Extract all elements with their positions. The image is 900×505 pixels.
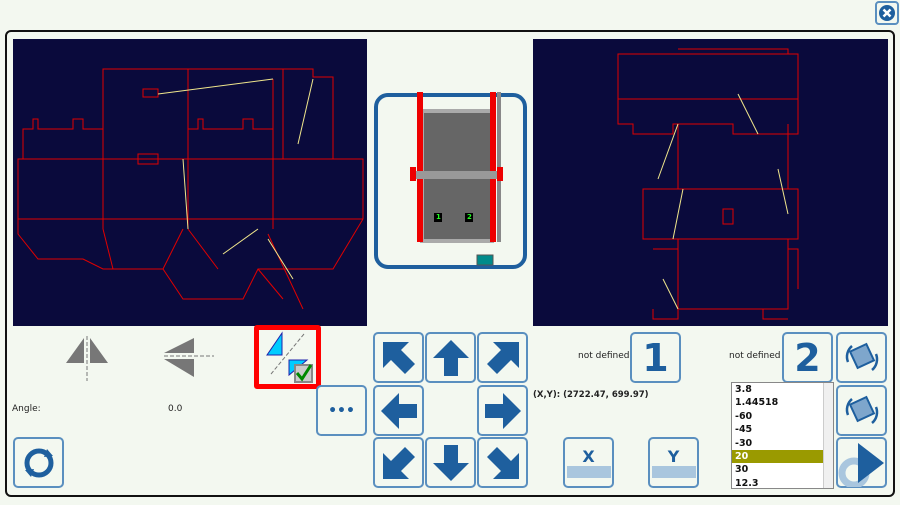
y-label: Y: [667, 447, 680, 466]
marker-1: 1: [436, 213, 441, 221]
play-icon: [838, 442, 884, 487]
preview-canvas-left[interactable]: [13, 39, 367, 326]
refresh-button[interactable]: [13, 437, 64, 488]
mirror-vertical-button[interactable]: [62, 333, 112, 381]
scrollbar[interactable]: [823, 383, 833, 488]
more-label: •••: [328, 402, 355, 419]
list-item[interactable]: -30: [735, 437, 753, 449]
machine-overview[interactable]: 1 2: [374, 92, 527, 269]
arrow-up-icon: [432, 339, 469, 376]
mirror-horizontal-icon: [164, 338, 214, 377]
move-up-right-button[interactable]: [477, 332, 528, 383]
ruler-icon: [566, 466, 611, 478]
list-item[interactable]: 12.3: [735, 477, 759, 489]
point1-label: 1: [642, 335, 669, 380]
arrow-right-icon: [484, 392, 521, 429]
point1-button[interactable]: 1: [630, 332, 681, 383]
x-label: X: [582, 447, 595, 466]
arrow-up-left-icon: [382, 341, 415, 374]
y-axis-button[interactable]: Y: [648, 437, 699, 488]
point2-button[interactable]: 2: [782, 332, 833, 383]
close-button[interactable]: [875, 1, 899, 25]
arrow-down-icon: [432, 444, 469, 481]
dieline-drawing-left: [17, 68, 364, 310]
move-up-button[interactable]: [425, 332, 476, 383]
move-down-button[interactable]: [425, 437, 476, 488]
rotate-cw-icon: [845, 395, 878, 424]
mirror-diagonal-button[interactable]: [254, 325, 321, 389]
list-item-selected[interactable]: 20: [732, 449, 824, 464]
marker-2: 2: [467, 213, 472, 221]
mirror-diagonal-icon: [266, 331, 313, 383]
start-button[interactable]: [836, 437, 887, 488]
cutting-table-icon: [410, 92, 503, 266]
list-item[interactable]: -45: [735, 424, 753, 436]
coordinates-readout: (X,Y): (2722.47, 699.97): [533, 390, 649, 400]
values-list[interactable]: 3.8 1.44518 -60 -45 -30 20 30 12.3: [731, 382, 834, 489]
list-item[interactable]: 1.44518: [735, 397, 779, 409]
list-item[interactable]: 30: [735, 464, 749, 476]
preview-canvas-right[interactable]: [533, 39, 888, 326]
point1-status: not defined: [578, 351, 630, 361]
angle-value: 0.0: [168, 404, 183, 414]
arrow-down-right-icon: [486, 446, 519, 479]
more-button[interactable]: •••: [316, 385, 367, 436]
rotate-ccw-icon: [845, 342, 878, 371]
arrow-down-left-icon: [382, 446, 415, 479]
close-icon: [879, 5, 895, 21]
point2-status: not defined: [729, 351, 781, 361]
list-item[interactable]: -60: [735, 410, 753, 422]
move-right-button[interactable]: [477, 385, 528, 436]
list-item[interactable]: 3.8: [735, 384, 752, 395]
move-down-right-button[interactable]: [477, 437, 528, 488]
move-left-button[interactable]: [373, 385, 424, 436]
main-panel: [5, 30, 895, 497]
arrow-left-icon: [380, 392, 417, 429]
refresh-icon: [24, 448, 53, 477]
move-down-left-button[interactable]: [373, 437, 424, 488]
ruler-icon: [651, 466, 696, 478]
arrow-up-right-icon: [486, 341, 519, 374]
mirror-vertical-icon: [66, 336, 108, 381]
move-up-left-button[interactable]: [373, 332, 424, 383]
angle-label: Angle:: [12, 404, 41, 414]
rotate-cw-button[interactable]: [836, 385, 887, 436]
x-axis-button[interactable]: X: [563, 437, 614, 488]
dieline-foldlines-right: [657, 93, 789, 310]
point2-label: 2: [794, 335, 821, 380]
dieline-drawing-right: [617, 48, 799, 320]
rotate-ccw-button[interactable]: [836, 332, 887, 383]
mirror-horizontal-button[interactable]: [162, 333, 214, 381]
